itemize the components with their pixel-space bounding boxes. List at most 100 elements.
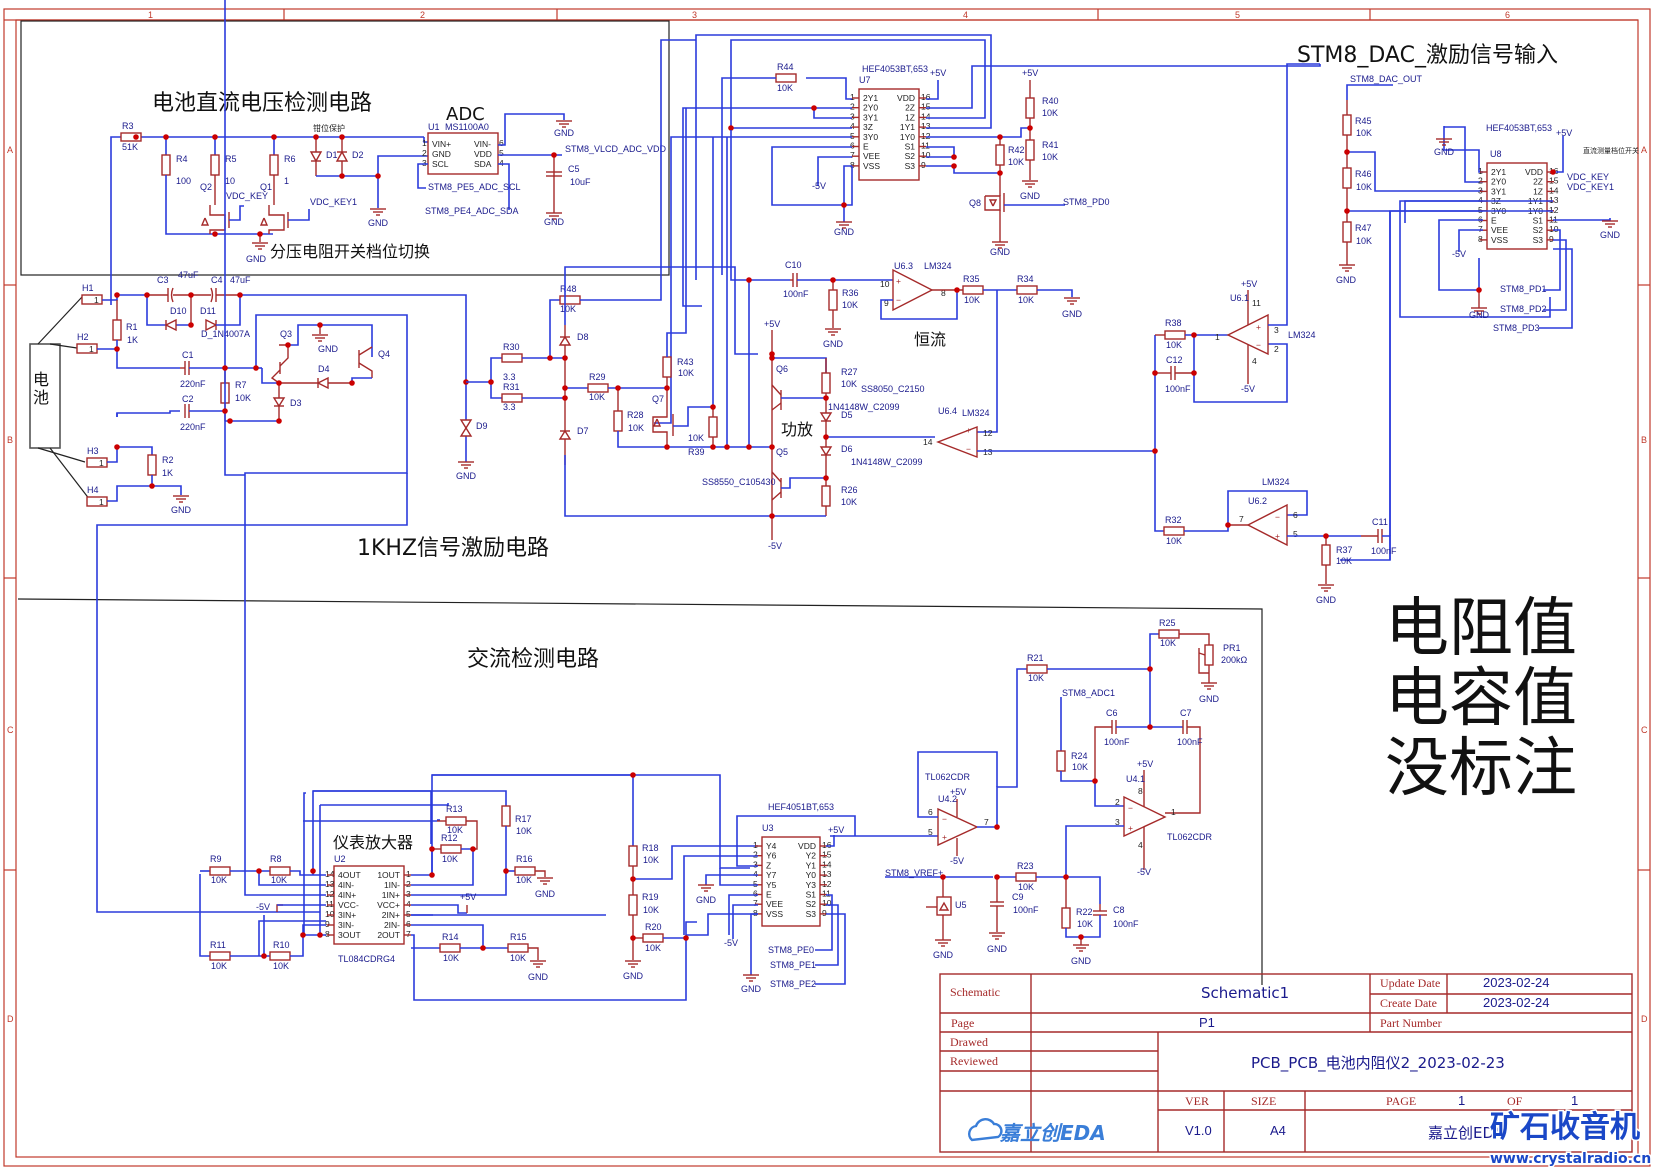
gnd-label: GND [1434, 147, 1455, 157]
u1-pin-scl: SCL [432, 159, 449, 169]
frame-col-3: 3 [692, 10, 697, 20]
u8-pin-label: S2 [1533, 225, 1544, 235]
c4-value: 47uF [230, 275, 251, 285]
minus-sign: − [942, 814, 947, 824]
u7-pin-label: VEE [863, 151, 880, 161]
r42-body [995, 144, 1005, 166]
frame-row-d: D [7, 1014, 14, 1024]
r42-value: 10K [1008, 157, 1024, 167]
tb-ver-label: VER [1185, 1094, 1209, 1108]
u8-pin-number: 14 [1549, 185, 1559, 195]
q6-ref: Q6 [776, 364, 788, 374]
r8-body [269, 866, 291, 876]
gnd-symbol [458, 461, 474, 469]
u4-2-opamp: − + [937, 799, 979, 856]
plus-sign: + [942, 832, 947, 842]
r3-value: 51K [122, 142, 138, 152]
u2-pin-label: 1IN+ [382, 890, 400, 900]
c3-ref: C3 [157, 275, 169, 285]
u6-4-pin: 13 [983, 447, 993, 457]
u3-pin-number: 10 [822, 898, 832, 908]
u6-1-pin: 3 [1274, 325, 1279, 335]
r41-ref: R41 [1042, 140, 1059, 150]
r4-body [161, 154, 171, 176]
r45-body [1342, 114, 1352, 136]
u8-pin-number: 1 [1478, 166, 1483, 176]
u4-1-pin: 2 [1115, 797, 1120, 807]
u2-pin-label: 1IN- [384, 880, 400, 890]
u6-1-part: LM324 [1288, 330, 1316, 340]
c10-value: 100nF [783, 289, 809, 299]
r34-ref: R34 [1017, 274, 1034, 284]
u3-pin-label: E [766, 890, 772, 900]
r28-value: 10K [628, 423, 644, 433]
u8-pin-label: VSS [1491, 235, 1508, 245]
q3-ref: Q3 [280, 329, 292, 339]
u6-2-pin: 7 [1239, 514, 1244, 524]
u2-pin-label: 4IN+ [338, 890, 356, 900]
tb-of-value: 1 [1571, 1093, 1578, 1108]
gnd-symbol [825, 328, 841, 336]
pd3-net: STM8_PD3 [1493, 323, 1540, 333]
r47-body [1342, 221, 1352, 243]
r27-ref: R27 [841, 367, 858, 377]
d8-ref: D8 [577, 332, 589, 342]
u2-pin-number: 9 [325, 919, 330, 929]
gnd-symbol [1602, 220, 1618, 228]
q4-ref: Q4 [378, 349, 390, 359]
u7-pin-number: 2 [850, 102, 855, 112]
frame-row-c: C [7, 725, 14, 735]
divider-switch-label: 分压电阻开关档位切换 [270, 242, 430, 261]
plus-sign: + [966, 425, 971, 435]
u6-1-ref: U6.1 [1230, 293, 1249, 303]
p5v-label: +5V [1022, 68, 1038, 78]
r24-body [1056, 750, 1066, 772]
gnd-label: GND [1336, 275, 1357, 285]
r45-value: 10K [1356, 128, 1372, 138]
u7-pin-label: E [863, 142, 869, 152]
u3-pin-label: S2 [806, 899, 817, 909]
u6-1-pin: 4 [1252, 356, 1257, 366]
u3-pin-label: Y5 [766, 880, 777, 890]
u1-pin-num: 1 [422, 138, 427, 148]
minus-sign: − [1256, 340, 1261, 350]
tb-page-label: Page [951, 1016, 974, 1030]
u3-pin-label: Y1 [806, 860, 817, 870]
gnd-symbol [546, 212, 562, 220]
u8-vdc-key-net: VDC_KEY [1567, 172, 1609, 182]
r44-body [775, 73, 797, 83]
u7-pin-number: 3 [850, 111, 855, 121]
p5v-label: +5V [828, 825, 844, 835]
u3-pin-label: Z [766, 860, 771, 870]
r25-body [1158, 629, 1180, 639]
u3-pin-label: S1 [806, 890, 817, 900]
tb-company: 嘉立创EDA [1428, 1124, 1505, 1142]
ac-section: U2 TL084CDRG4 4OUT144IN-134IN+12VCC-113I… [199, 600, 1248, 1001]
u1-pin-gnd: GND [432, 149, 451, 159]
u3-mux-chip [761, 836, 821, 927]
q2-mosfet [200, 205, 244, 234]
u1-pin-num: 4 [499, 158, 504, 168]
gnd-symbol [992, 241, 1008, 249]
battery-label-2: 池 [33, 388, 49, 407]
r23-body [1015, 872, 1037, 882]
d5-diode [819, 412, 833, 423]
r38-ref: R38 [1165, 318, 1182, 328]
u6-4-pin: 12 [983, 428, 993, 438]
vref-net: STM8_VREF+ [885, 868, 943, 878]
r48-ref: R48 [560, 284, 577, 294]
u1-part: MS1100A0 [445, 122, 489, 132]
dac-out-net: STM8_DAC_OUT [1350, 74, 1423, 84]
gnd-label: GND [1199, 694, 1220, 704]
d6-diode [819, 446, 833, 457]
pd0-net: STM8_PD0 [1063, 197, 1110, 207]
r15-ref: R15 [510, 932, 527, 942]
r3-body [120, 132, 142, 142]
u2-pin-label: 2IN+ [382, 910, 400, 920]
u7-pin-label: 1Z [905, 112, 915, 122]
u7-pin-number: 13 [921, 121, 931, 131]
r37-body [1321, 544, 1331, 566]
gnd-symbol [370, 208, 386, 216]
r29-value: 10K [589, 392, 605, 402]
gnd-label: GND [1316, 595, 1337, 605]
